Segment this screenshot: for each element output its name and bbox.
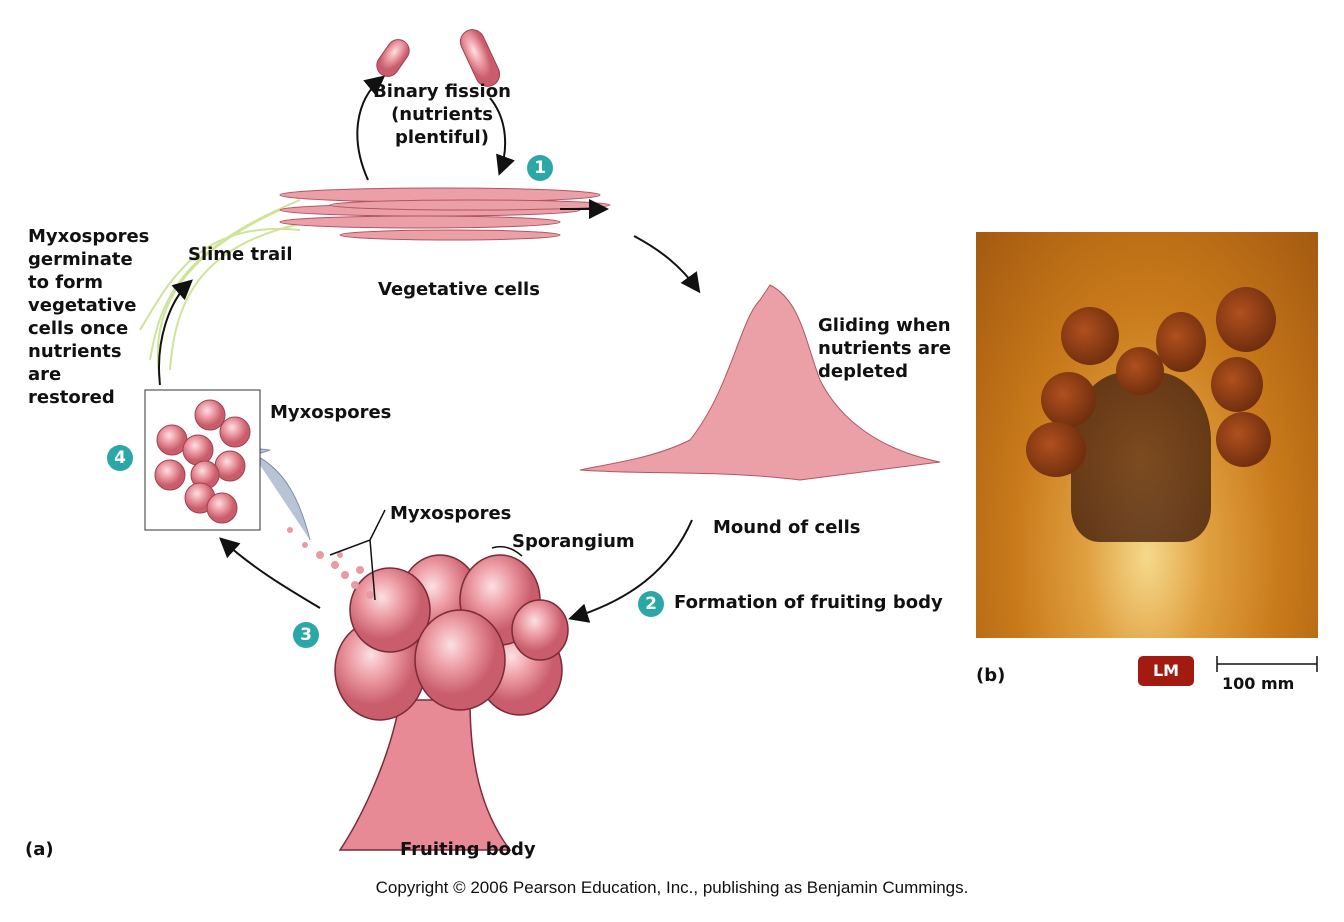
fruiting-body (334, 554, 569, 851)
scale-bar (1216, 656, 1318, 672)
mound-label: Mound of cells (713, 517, 861, 538)
fission-arrow-down (489, 97, 515, 176)
step-1-badge: 1 (527, 155, 553, 181)
binary-fission-label: Binary fission (nutrients plentiful) (373, 81, 511, 148)
arrow-to-mound (633, 235, 701, 294)
arrow-to-myxospores (219, 537, 321, 609)
mound-of-cells (579, 284, 941, 481)
panel-b-label: (b) (976, 665, 1006, 686)
myxospores-box-label: Myxospores (270, 402, 392, 423)
fruiting-body-label: Fruiting body (400, 839, 536, 860)
formation-label: Formation of fruiting body (674, 592, 943, 613)
step-2-badge: 2 (638, 591, 664, 617)
light-micrograph (976, 232, 1318, 638)
myxospores (154, 399, 251, 524)
sporangium-label: Sporangium (512, 531, 635, 552)
sporangium-brace (491, 545, 523, 557)
myxospores-pointer (329, 509, 386, 601)
step-4-badge: 4 (107, 445, 133, 471)
myxospores-pointer-label: Myxospores (390, 503, 512, 524)
slime-trail-label: Slime trail (188, 244, 293, 265)
gliding-label: Gliding when nutrients are depleted (818, 315, 952, 382)
panel-a-label: (a) (25, 839, 54, 860)
vegetative-cells-label: Vegetative cells (378, 279, 540, 300)
arrow-to-fruiting (568, 519, 693, 623)
release-arrow (251, 447, 311, 541)
germinate-label: Myxospores germinate to form vegetative … (28, 226, 150, 408)
scale-label: 100 mm (1222, 674, 1295, 693)
copyright-notice: Copyright © 2006 Pearson Education, Inc.… (375, 878, 969, 897)
fission-arrow-up (356, 75, 386, 181)
step-3-badge: 3 (293, 622, 319, 648)
arrow-to-slime-trail (158, 279, 193, 386)
slime-trail (139, 199, 321, 381)
released-spores (287, 527, 374, 599)
dividing-cells (376, 29, 501, 87)
lm-badge: LM (1138, 656, 1194, 686)
vegetative-cells (279, 187, 611, 241)
